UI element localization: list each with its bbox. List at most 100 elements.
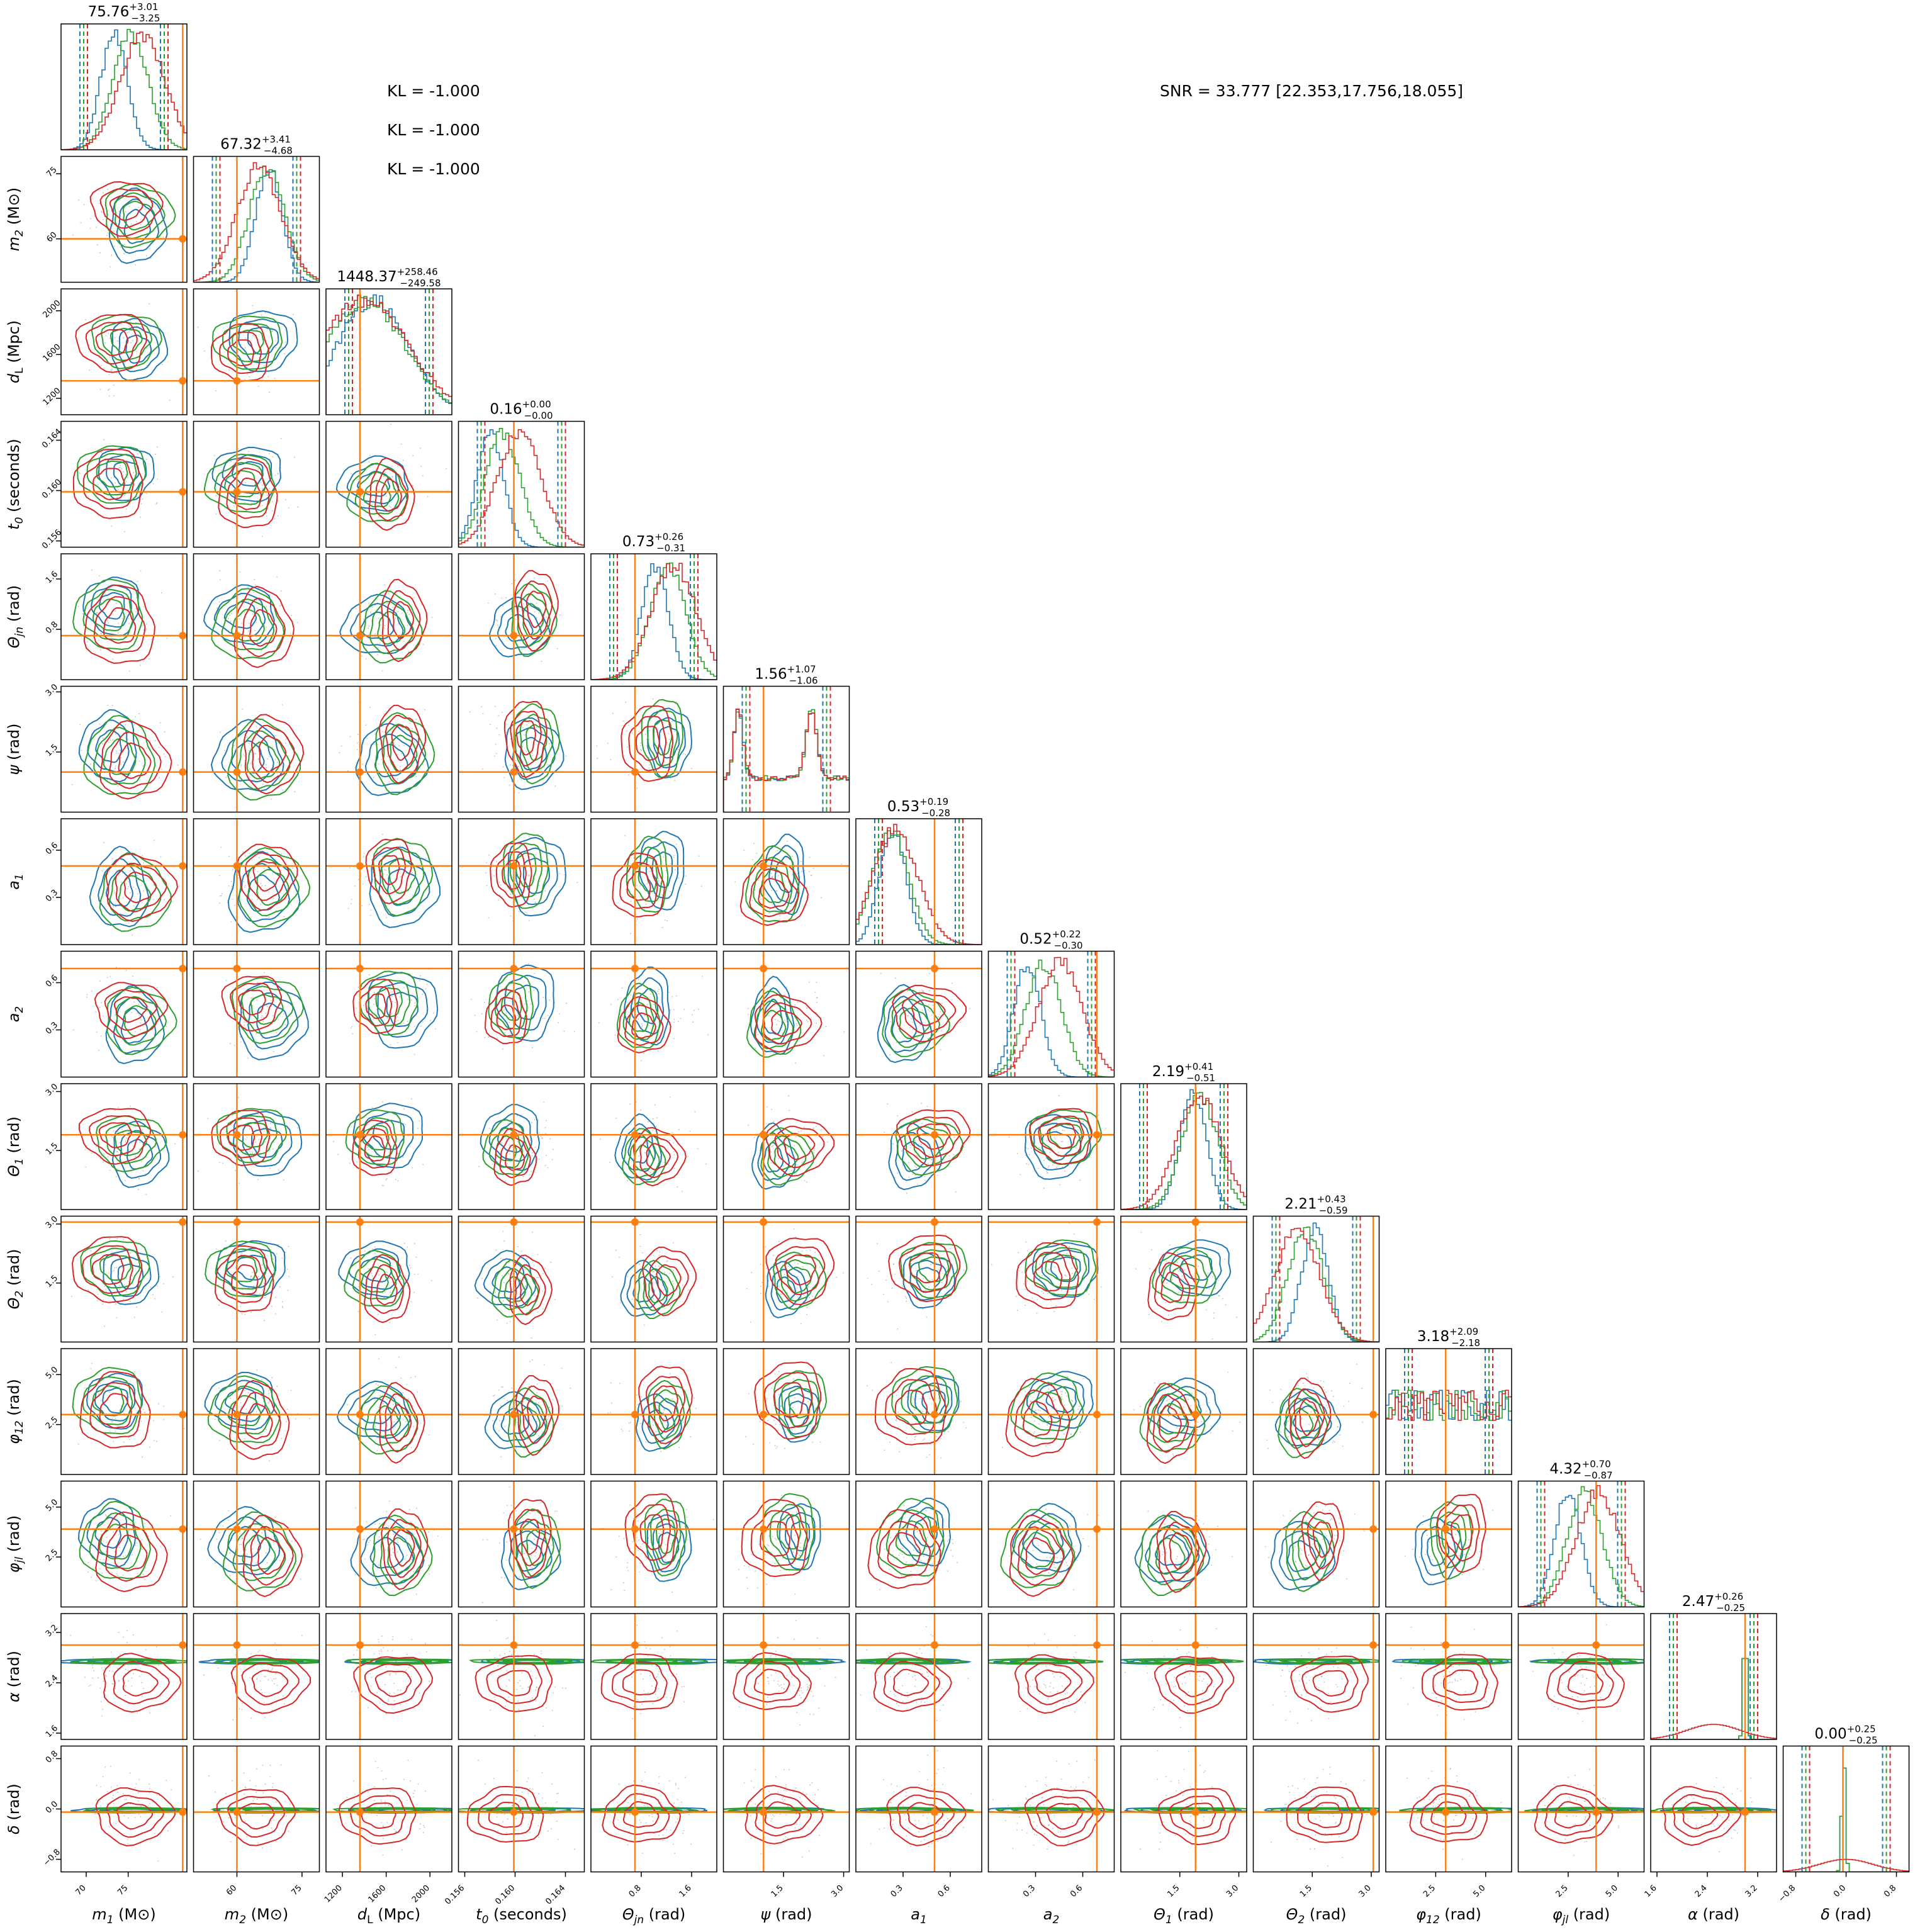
sample-point bbox=[113, 1531, 115, 1533]
sample-point bbox=[262, 1016, 264, 1018]
sample-point bbox=[941, 1030, 943, 1031]
sample-point bbox=[249, 768, 250, 770]
contour-2-1 bbox=[624, 1004, 664, 1047]
sample-point bbox=[540, 1135, 542, 1137]
contour-2-0 bbox=[352, 978, 398, 1035]
sample-point bbox=[640, 742, 642, 744]
sample-point bbox=[155, 503, 157, 505]
contour-2-2 bbox=[515, 720, 536, 756]
sample-point bbox=[413, 1274, 415, 1276]
sample-point bbox=[926, 1106, 928, 1108]
sample-point bbox=[528, 835, 530, 837]
contour-2-0 bbox=[1288, 1378, 1332, 1459]
sample-point bbox=[123, 1441, 125, 1443]
contour-2-2 bbox=[114, 1534, 148, 1572]
truth-marker bbox=[931, 1218, 938, 1226]
sample-point bbox=[259, 602, 261, 604]
contour-1-1 bbox=[369, 600, 414, 654]
sample-point bbox=[135, 221, 137, 223]
sample-point bbox=[121, 1267, 123, 1269]
sample-point bbox=[939, 1267, 941, 1269]
sample-point bbox=[379, 610, 381, 612]
contour-2-1 bbox=[385, 715, 420, 772]
sample-point bbox=[124, 494, 126, 496]
sample-point bbox=[649, 764, 651, 766]
sample-point bbox=[403, 1022, 405, 1024]
sample-point bbox=[524, 1003, 525, 1005]
sample-point bbox=[760, 1293, 761, 1295]
sample-point bbox=[1070, 1433, 1072, 1435]
sample-point bbox=[505, 1138, 507, 1140]
sample-point bbox=[1054, 1399, 1056, 1401]
sample-point bbox=[414, 1005, 416, 1007]
sample-point bbox=[113, 230, 115, 232]
sample-point bbox=[136, 1542, 138, 1544]
sample-point bbox=[108, 1272, 110, 1274]
sample-point bbox=[912, 1173, 914, 1175]
sample-point bbox=[672, 1411, 674, 1413]
sample-point bbox=[228, 1510, 230, 1512]
sample-point bbox=[83, 204, 85, 206]
sample-point bbox=[271, 330, 273, 332]
sample-point bbox=[909, 1144, 911, 1146]
panel-a1-psi bbox=[722, 818, 850, 945]
sample-point bbox=[1201, 1420, 1203, 1422]
sample-point bbox=[395, 1396, 397, 1398]
sample-point bbox=[153, 1440, 155, 1442]
sample-point bbox=[274, 1313, 276, 1315]
sample-point bbox=[797, 1276, 799, 1278]
sample-point bbox=[685, 753, 687, 755]
sample-point bbox=[825, 1026, 827, 1028]
sample-point bbox=[760, 898, 762, 900]
sample-point bbox=[293, 456, 295, 458]
contour-1-1 bbox=[364, 1395, 410, 1446]
sample-point bbox=[1031, 1147, 1033, 1149]
sample-point bbox=[91, 1152, 93, 1154]
contour-0-0 bbox=[1026, 1371, 1094, 1429]
sample-point bbox=[1165, 1301, 1167, 1303]
sample-point bbox=[668, 738, 670, 740]
sample-point bbox=[108, 1391, 110, 1393]
sample-point bbox=[655, 1430, 657, 1432]
sample-point bbox=[671, 1132, 673, 1133]
sample-point bbox=[261, 1397, 263, 1399]
sample-point bbox=[333, 1140, 335, 1142]
sample-point bbox=[1055, 1305, 1057, 1306]
sample-point bbox=[488, 917, 490, 919]
sample-point bbox=[266, 515, 267, 517]
sample-point bbox=[374, 1246, 376, 1248]
sample-point bbox=[111, 1421, 113, 1423]
sample-point bbox=[1064, 1130, 1065, 1132]
contour-2-1 bbox=[499, 1136, 531, 1179]
sample-point bbox=[87, 1289, 89, 1291]
sample-point bbox=[215, 390, 217, 391]
sample-point bbox=[1077, 1129, 1079, 1131]
sample-point bbox=[614, 1035, 616, 1036]
panel-title-a2: 0.52+0.22−0.30 bbox=[1019, 929, 1082, 952]
sample-point bbox=[930, 1126, 932, 1128]
sample-point bbox=[653, 1003, 654, 1005]
sample-point bbox=[137, 893, 138, 895]
sample-point bbox=[260, 882, 262, 884]
sample-point bbox=[654, 895, 656, 897]
sample-point bbox=[809, 1249, 811, 1251]
sample-point bbox=[368, 625, 370, 627]
sample-point bbox=[809, 870, 811, 872]
sample-point bbox=[921, 1410, 923, 1412]
panel-t0-dL bbox=[325, 420, 452, 548]
sample-point bbox=[923, 1439, 924, 1441]
sample-point bbox=[1001, 1447, 1003, 1449]
sample-point bbox=[98, 318, 100, 320]
sample-point bbox=[402, 1419, 404, 1421]
y-tick-label: 2.5 bbox=[44, 1415, 60, 1431]
contour-1-0 bbox=[211, 588, 285, 660]
sample-point bbox=[666, 1424, 668, 1426]
sample-point bbox=[1061, 1393, 1063, 1395]
contour-1-1 bbox=[498, 1267, 532, 1310]
contour-0-0 bbox=[1025, 1114, 1091, 1180]
sample-point bbox=[371, 1272, 373, 1274]
sample-point bbox=[379, 642, 381, 644]
sample-point bbox=[811, 1156, 813, 1158]
sample-point bbox=[381, 1421, 383, 1423]
